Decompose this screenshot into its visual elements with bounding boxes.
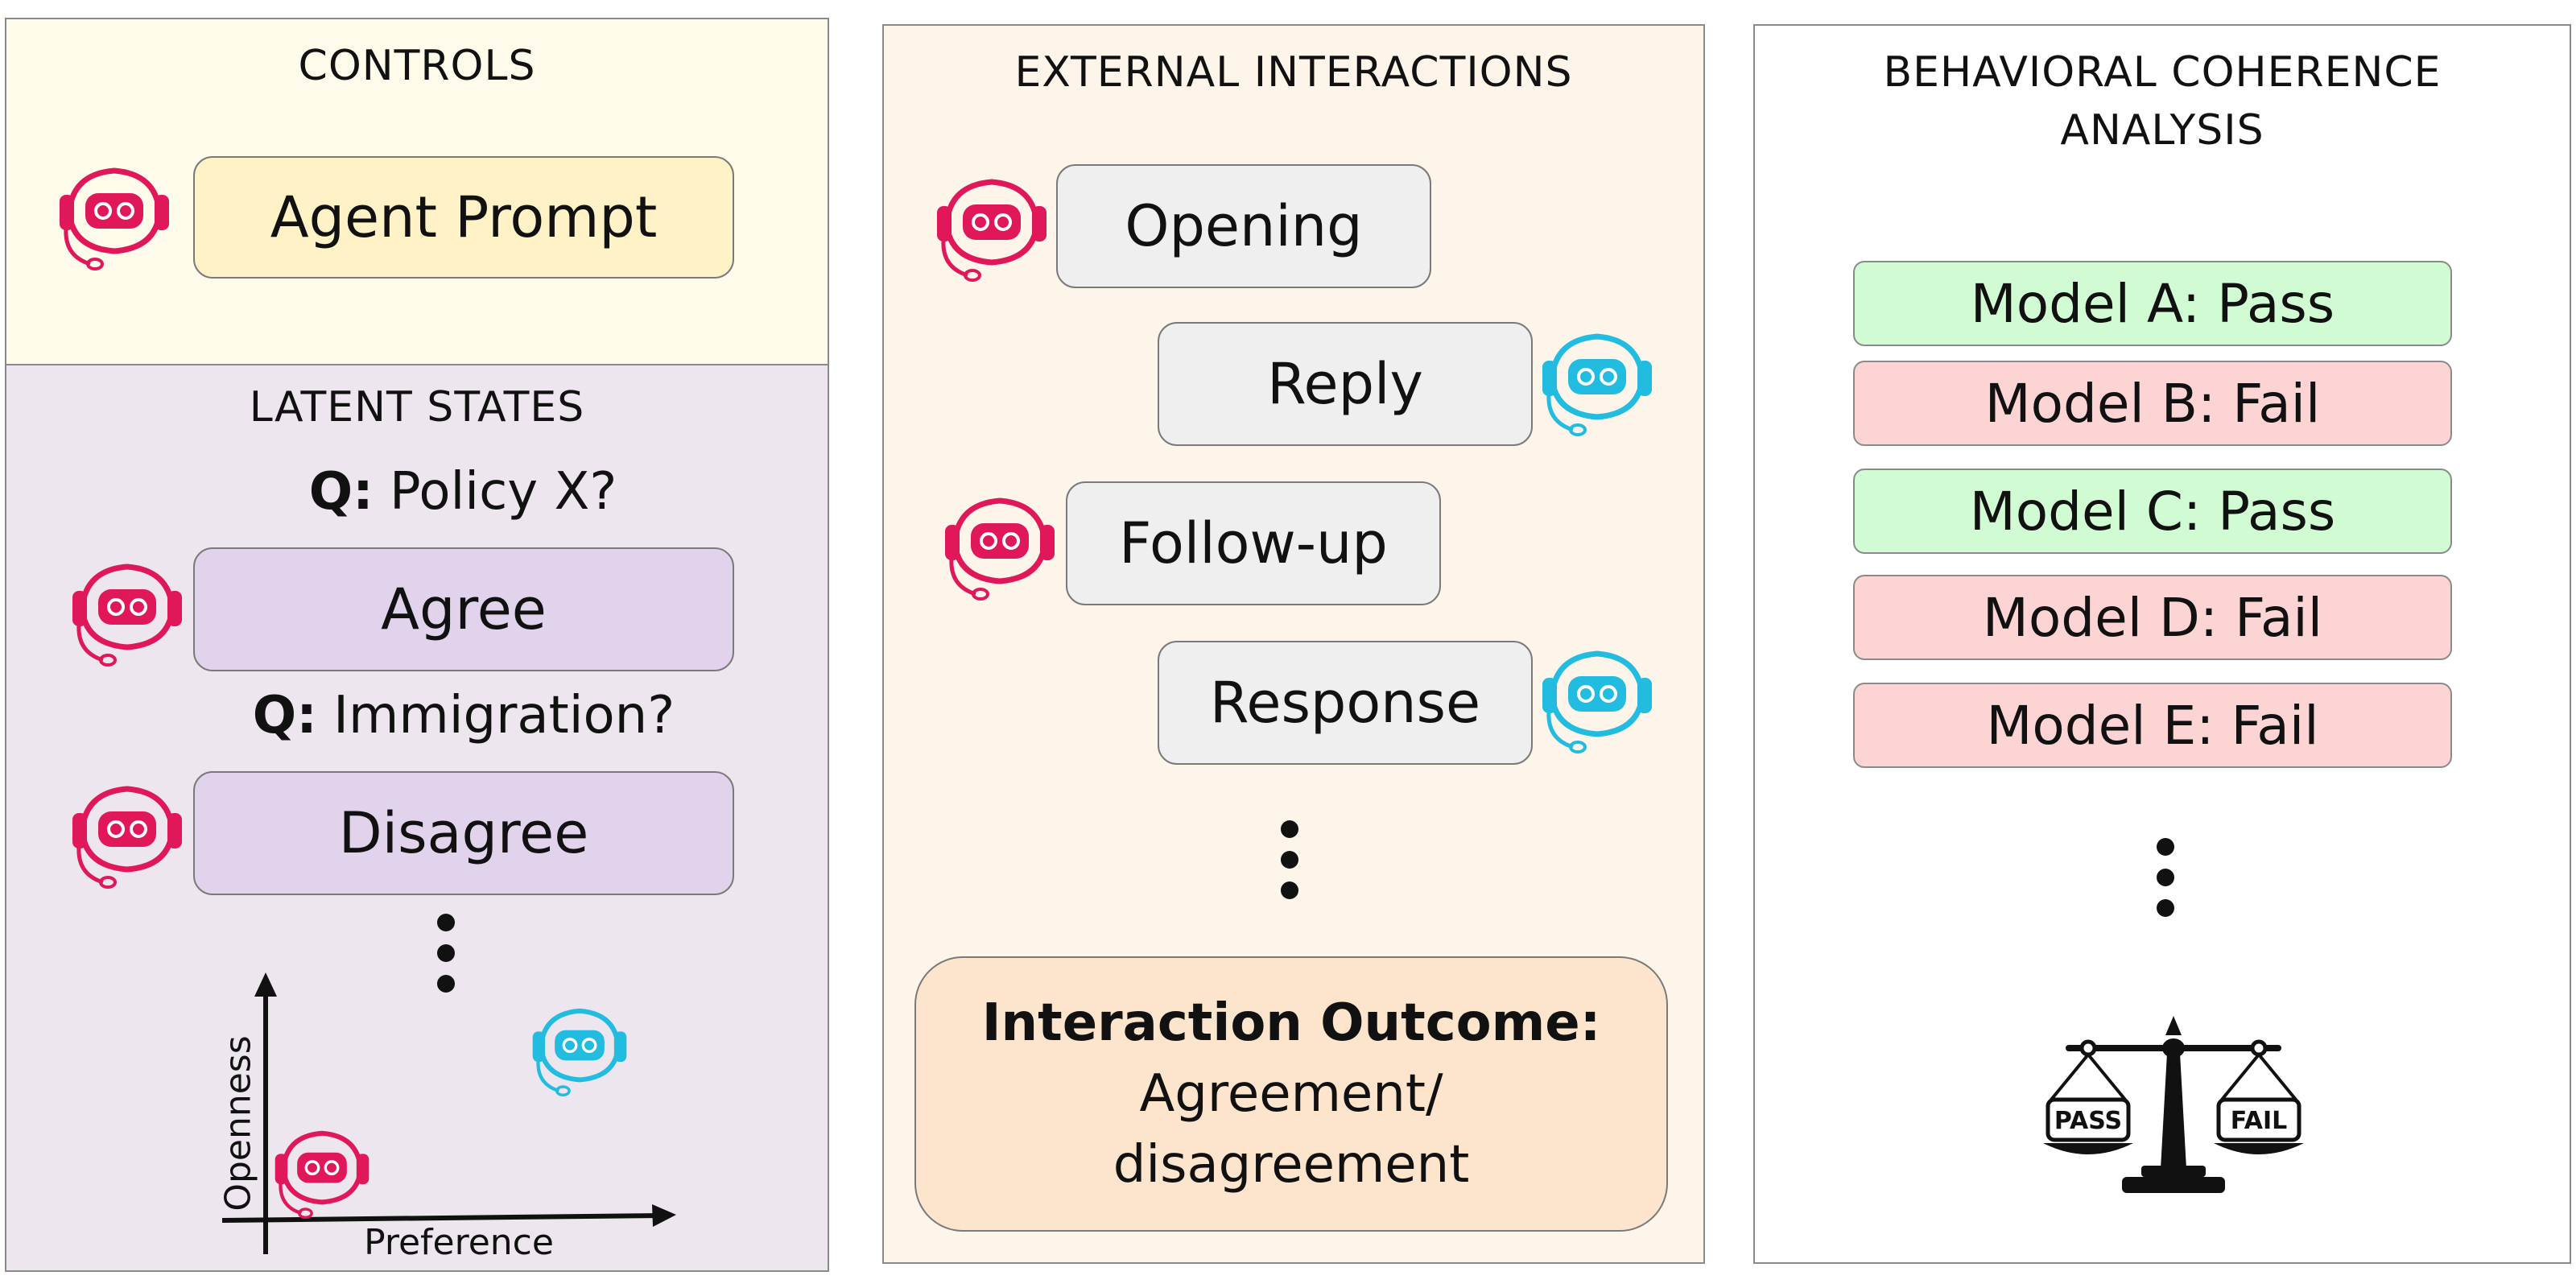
agent-prompt-box: Agent Prompt [193, 156, 734, 279]
message-label: Response [1209, 670, 1481, 736]
agent-robot-icon [943, 488, 1056, 601]
interaction-outcome-box: Interaction Outcome: Agreement/ disagree… [914, 956, 1668, 1232]
result-model-d: Model D: Fail [1853, 575, 2452, 660]
agent-robot-icon [71, 776, 184, 889]
plot-ylabel: Openness [217, 1035, 259, 1212]
result-label: Model E: Fail [1986, 694, 2319, 757]
latent-states-title: LATENT STATES [249, 383, 585, 431]
agent-robot-icon [71, 554, 184, 667]
message-follow-up: Follow-up [1066, 481, 1441, 605]
controls-title: CONTROLS [298, 42, 536, 90]
more-dots-icon [2157, 838, 2174, 917]
agent-robot-icon [935, 169, 1048, 282]
result-label: Model C: Pass [1969, 480, 2336, 543]
agent-prompt-label: Agent Prompt [270, 184, 658, 250]
answer-agree-label: Agree [381, 576, 547, 642]
answer-disagree-label: Disagree [338, 800, 589, 866]
question-prefix: Q: [252, 686, 317, 745]
question-immigration: Q: Immigration? [193, 686, 734, 745]
more-dots-icon [437, 914, 455, 993]
result-label: Model B: Fail [1984, 372, 2321, 435]
plot-xlabel: Preference [364, 1222, 554, 1263]
message-reply: Reply [1158, 322, 1533, 446]
balance-scale-icon: PASS FAIL [2043, 1016, 2304, 1193]
result-model-e: Model E: Fail [1853, 683, 2452, 768]
coherence-title-line-1: BEHAVIORAL COHERENCE [1883, 48, 2442, 97]
answer-agree-box: Agree [193, 547, 734, 671]
partner-robot-icon [1541, 324, 1653, 436]
more-dots-icon [1281, 820, 1298, 899]
message-label: Reply [1267, 351, 1423, 417]
coherence-title-line-2: ANALYSIS [2060, 106, 2264, 155]
message-response: Response [1158, 641, 1533, 765]
question-text: Immigration? [316, 686, 675, 745]
result-model-b: Model B: Fail [1853, 361, 2452, 446]
result-model-c: Model C: Pass [1853, 469, 2452, 554]
question-prefix: Q: [308, 462, 374, 522]
partner-robot-icon [531, 1000, 628, 1096]
message-label: Follow-up [1119, 510, 1388, 576]
external-interactions-title: EXTERNAL INTERACTIONS [1014, 48, 1573, 97]
message-label: Opening [1125, 193, 1363, 259]
message-opening: Opening [1056, 164, 1431, 288]
outcome-title: Interaction Outcome: [981, 993, 1601, 1053]
agent-robot-icon [58, 158, 171, 270]
agent-robot-icon [274, 1122, 370, 1219]
answer-disagree-box: Disagree [193, 771, 734, 895]
scale-fail-label: FAIL [2231, 1107, 2288, 1135]
latent-plot [221, 972, 676, 1254]
partner-robot-icon [1541, 641, 1653, 753]
result-model-a: Model A: Pass [1853, 261, 2452, 346]
scale-pass-label: PASS [2054, 1107, 2122, 1135]
outcome-line-2: disagreement [1113, 1135, 1470, 1195]
question-text: Policy X? [373, 462, 617, 522]
outcome-line-1: Agreement/ [1139, 1064, 1443, 1124]
result-label: Model D: Fail [1982, 586, 2323, 649]
result-label: Model A: Pass [1970, 272, 2335, 335]
question-policy: Q: Policy X? [242, 462, 684, 522]
